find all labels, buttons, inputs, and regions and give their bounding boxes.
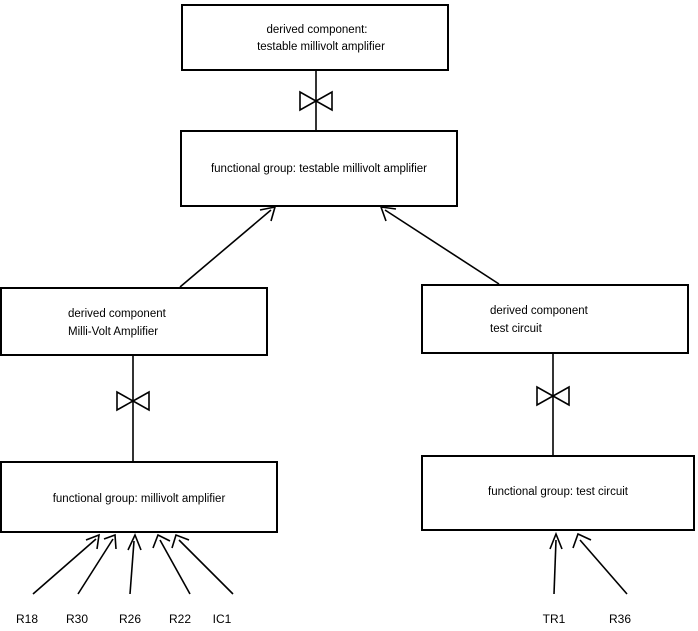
open-arrowhead-icon — [549, 531, 563, 550]
node-label-line-1: derived component — [490, 305, 589, 317]
leaf-arrows-left — [32, 532, 234, 595]
leaf-arrow-r30 — [77, 533, 117, 595]
arrow-shaft — [129, 540, 135, 595]
leaf-arrows-right — [549, 531, 628, 595]
leaf-label-r22: R22 — [169, 612, 191, 626]
leaf-label-r18: R18 — [16, 612, 38, 626]
node-label-line-1: functional group: test circuit — [488, 486, 629, 498]
node-label-line-2: testable millivolt amplifier — [257, 41, 385, 53]
leaf-label-ic1: IC1 — [213, 612, 232, 626]
arrow-shaft — [179, 209, 272, 288]
leaf-arrow-r26 — [127, 532, 142, 595]
node-label-line-1: functional group: millivolt amplifier — [53, 493, 226, 505]
node-derived-test-circuit[interactable]: derived component test circuit — [421, 284, 689, 354]
arrow-shaft — [384, 209, 500, 285]
arrow-shaft — [579, 539, 628, 595]
node-box[interactable] — [0, 287, 268, 356]
open-arrowhead-icon — [103, 533, 117, 550]
leaf-labels-right: TR1 R36 — [543, 612, 632, 626]
node-fg-millivolt-amplifier[interactable]: functional group: millivolt amplifier — [0, 461, 278, 533]
leaf-label-r36: R36 — [609, 612, 631, 626]
bowtie-connector-left — [116, 390, 150, 412]
bowtie-icon — [116, 390, 150, 412]
node-label-line-2: Milli-Volt Amplifier — [68, 326, 158, 338]
arrow-shaft — [77, 538, 114, 595]
node-label-line-2: test circuit — [490, 323, 543, 335]
open-arrowhead-icon — [171, 533, 190, 549]
leaf-label-tr1: TR1 — [543, 612, 566, 626]
node-box[interactable] — [421, 284, 689, 354]
open-arrowhead-icon — [152, 533, 171, 549]
leaf-arrow-r36 — [572, 532, 628, 595]
node-label-line-1: derived component — [68, 308, 167, 320]
open-arrowhead-icon — [127, 532, 142, 551]
arrow-left-to-testable-group — [179, 205, 277, 288]
bowtie-connector-top — [299, 90, 333, 112]
bowtie-icon — [299, 90, 333, 112]
node-fg-testable-millivolt-amplifier[interactable]: functional group: testable millivolt amp… — [180, 130, 458, 207]
leaf-arrow-r22 — [152, 533, 191, 595]
node-box[interactable] — [181, 4, 449, 71]
node-derived-milli-volt-amplifier[interactable]: derived component Milli-Volt Amplifier — [0, 287, 268, 356]
leaf-label-r30: R30 — [66, 612, 88, 626]
leaf-arrow-tr1 — [549, 531, 563, 595]
node-box[interactable] — [0, 461, 278, 533]
connector-lines — [132, 70, 554, 462]
open-arrowhead-icon — [572, 532, 592, 549]
node-fg-test-circuit[interactable]: functional group: test circuit — [421, 455, 695, 531]
arrow-shaft — [178, 539, 234, 595]
open-arrowhead-icon — [379, 206, 397, 222]
leaf-label-r26: R26 — [119, 612, 141, 626]
node-label-line-1: derived component: — [266, 24, 367, 36]
arrow-shaft — [553, 539, 557, 595]
node-box[interactable] — [180, 130, 458, 207]
node-box[interactable] — [421, 455, 695, 531]
bowtie-connector-right — [536, 385, 570, 407]
node-label-line-1: functional group: testable millivolt amp… — [211, 163, 427, 175]
node-derived-testable-millivolt-amplifier[interactable]: derived component: testable millivolt am… — [181, 4, 449, 71]
open-arrowhead-icon — [85, 533, 100, 550]
arrow-shaft — [159, 539, 191, 595]
leaf-arrow-r18 — [32, 533, 100, 595]
leaf-arrow-ic1 — [171, 533, 234, 595]
bowtie-icon — [536, 385, 570, 407]
leaf-labels-left: R18 R30 R26 R22 IC1 — [16, 612, 232, 626]
arrow-right-to-testable-group — [379, 206, 500, 285]
arrow-shaft — [32, 538, 97, 595]
